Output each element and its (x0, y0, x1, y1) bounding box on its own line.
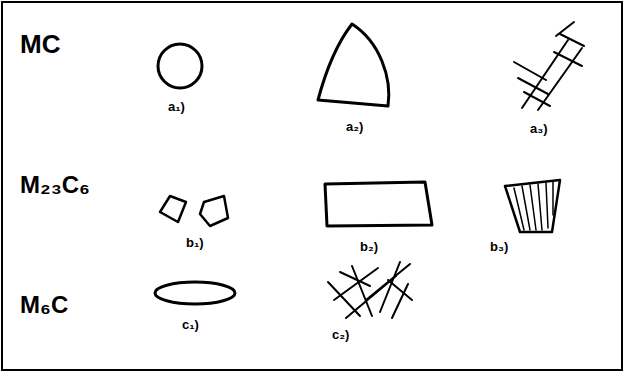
small-block (200, 196, 228, 226)
sketch-label: b₁) (186, 236, 204, 250)
lamellae (514, 182, 553, 230)
sketch-label: a₁) (168, 100, 185, 114)
sketch-label: a₃) (530, 122, 548, 136)
needle-network (328, 262, 412, 318)
frame (2, 2, 622, 370)
row-heading: MC (20, 30, 60, 59)
small-block (160, 196, 186, 222)
blocky-particle (318, 24, 389, 106)
script-particle (514, 22, 584, 110)
round-particle (158, 44, 202, 88)
elongated-particle (155, 282, 235, 304)
sketch-label: b₂) (360, 240, 378, 254)
lamellar-block (505, 180, 560, 232)
row-heading: M₆C (20, 292, 68, 318)
row-heading: M₂₃C₆ (20, 172, 90, 198)
sketch-label: b₃) (490, 240, 508, 254)
sketch-label: a₂) (346, 120, 363, 134)
sketch-label: c₁) (182, 318, 199, 332)
large-block (325, 182, 432, 226)
sketch-label: c₂) (332, 328, 349, 342)
